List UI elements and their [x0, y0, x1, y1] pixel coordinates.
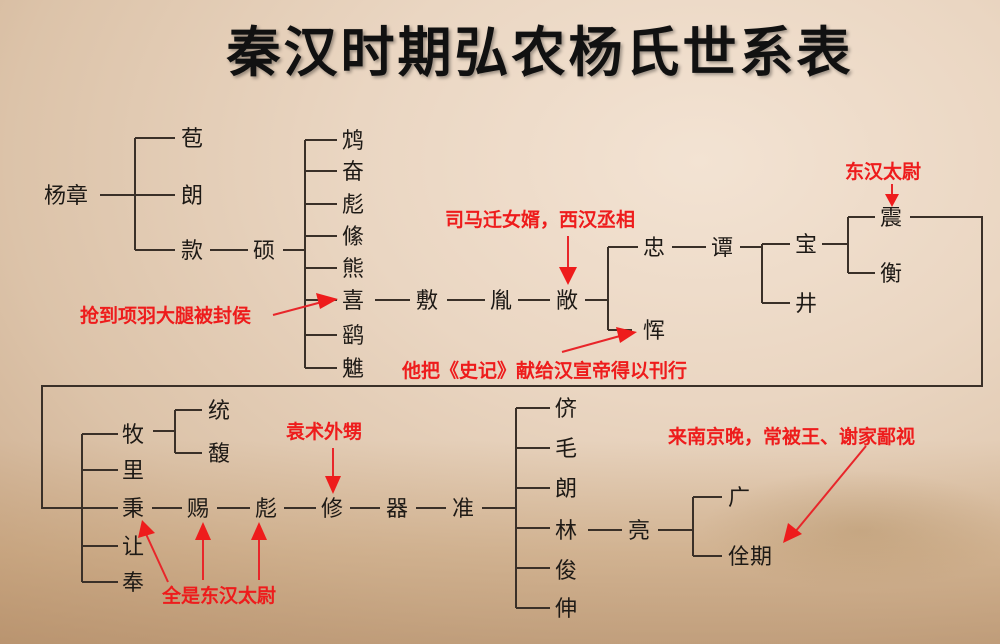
node-yang-zhang: 杨章 [44, 184, 88, 209]
node-bao: 苞 [181, 127, 203, 152]
node-kuan: 款 [181, 239, 203, 264]
node-gen3: 奋 [342, 160, 364, 185]
annotation-quanqi: 来南京晚，常被王、谢家鄙视 [668, 425, 915, 448]
node-gen3: 彪 [342, 193, 364, 218]
arrow-head-icon [195, 522, 211, 540]
arrow-head-icon [885, 194, 899, 207]
node-qi: 器 [386, 497, 408, 522]
node-yun: 恽 [643, 319, 665, 344]
node-zhun-son: 毛 [555, 437, 577, 462]
node-fu2: 馥 [208, 442, 230, 467]
annotation-xi: 抢到项羽大腿被封侯 [80, 304, 251, 327]
node-jing: 井 [795, 292, 817, 317]
arrow-head-icon [251, 522, 267, 540]
node-fu: 敷 [416, 289, 438, 314]
arrow-head-icon [316, 293, 338, 309]
annotation-chang: 司马迁女婿，西汉丞相 [445, 208, 635, 231]
node-gen3: 鹞 [342, 324, 364, 349]
arrow-taiwei-bing [145, 533, 169, 583]
node-li: 里 [122, 459, 144, 484]
node-zhen: 震 [880, 206, 902, 231]
node-zhun-son: 俊 [555, 559, 577, 584]
node-gen3: 絛 [342, 225, 364, 250]
node-gen3: 魋 [342, 357, 364, 382]
node-liang: 亮 [628, 519, 650, 544]
node-shuo: 硕 [253, 239, 275, 264]
node-zhong: 忠 [643, 236, 665, 261]
arrow-head-icon [559, 267, 577, 285]
node-tan: 谭 [711, 236, 733, 261]
node-quanqi: 佺期 [728, 545, 772, 570]
node-zhun: 准 [452, 497, 474, 522]
node-bing: 秉 [122, 497, 144, 522]
node-feng: 奉 [122, 571, 144, 596]
arrow-head-icon [325, 476, 341, 494]
arrow-xi [272, 301, 323, 316]
annotation-xiu: 袁术外甥 [285, 420, 362, 443]
node-gen3: 熊 [342, 257, 364, 282]
node-rang: 让 [122, 535, 144, 560]
node-zhun-son: 伸 [555, 597, 577, 622]
annotation-taiwei: 全是东汉太尉 [161, 584, 276, 607]
arrow-yun [561, 335, 621, 353]
node-biao: 彪 [255, 497, 277, 522]
node-mu: 牧 [122, 423, 144, 448]
arrow-head-icon [616, 327, 637, 343]
node-xiu: 修 [321, 497, 343, 522]
node-lang: 朗 [181, 184, 203, 209]
node-guang: 广 [728, 486, 750, 511]
connector-lines-bottom [81, 407, 722, 609]
node-heng: 衡 [880, 262, 902, 287]
node-gen3: 鸩 [342, 129, 364, 154]
node-tong: 统 [208, 399, 230, 424]
annotation-zhen: 东汉太尉 [845, 160, 921, 183]
node-lin: 林 [555, 519, 577, 544]
node-xi: 喜 [342, 289, 364, 314]
annotation-yun: 他把《史记》献给汉宣帝得以刊行 [401, 359, 687, 382]
node-bao2: 宝 [795, 233, 817, 258]
node-yin: 胤 [490, 289, 512, 314]
arrow-quanqi [794, 445, 867, 533]
node-ci: 赐 [187, 497, 209, 522]
arrow-head-icon [783, 523, 802, 543]
node-chang: 敞 [556, 289, 578, 314]
node-zhun-son: 朗 [555, 477, 577, 502]
arrow-head-icon [138, 520, 155, 538]
node-zhun-son: 侪 [555, 397, 577, 422]
page-title: 秦汉时期弘农杨氏世系表 [226, 20, 854, 84]
